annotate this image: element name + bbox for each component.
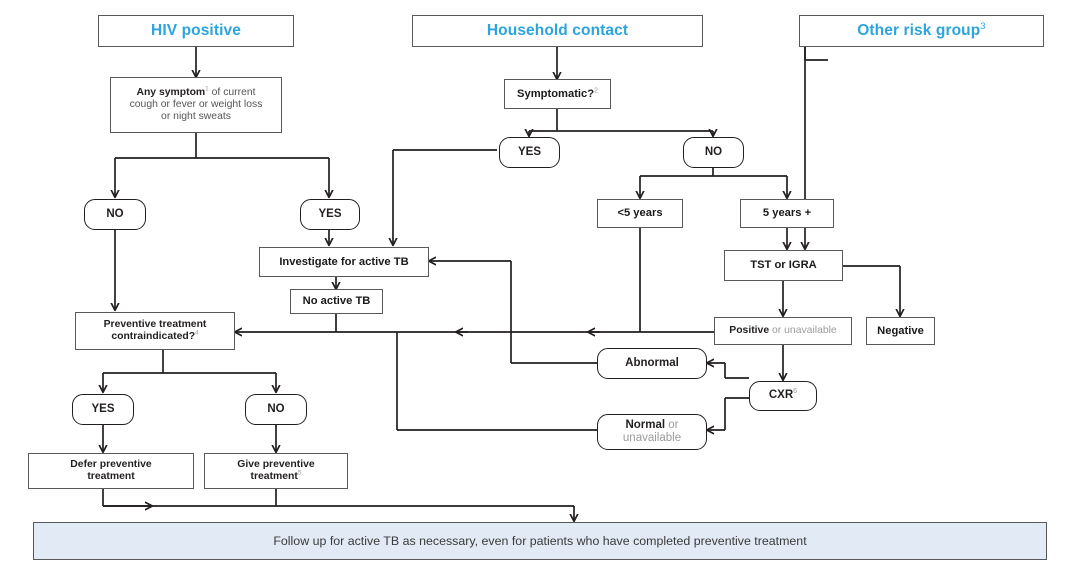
node-hiv-symptom-yes-label: YES bbox=[318, 207, 342, 220]
node-cxr-label: CXR6 bbox=[768, 387, 798, 402]
header-hiv-positive: HIV positive bbox=[98, 15, 294, 47]
node-abnormal-label: Abnormal bbox=[625, 356, 679, 369]
node-no-active-tb-label: No active TB bbox=[302, 295, 371, 307]
node-contraindicated-no: NO bbox=[245, 394, 307, 425]
node-contraindicated-yes-label: YES bbox=[91, 402, 115, 415]
node-5-years-plus: 5 years + bbox=[740, 199, 834, 228]
node-symptomatic: Symptomatic?2 bbox=[504, 79, 611, 109]
header-household-contact-label: Household contact bbox=[486, 22, 629, 40]
node-symptomatic-label: Symptomatic?2 bbox=[517, 86, 598, 100]
node-investigate-active-tb: Investigate for active TB bbox=[259, 247, 429, 277]
node-hiv-symptom-no: NO bbox=[84, 199, 146, 230]
node-defer-preventive-treatment-label: Defer preventive treatment bbox=[70, 458, 152, 482]
node-negative: Negative bbox=[866, 317, 935, 345]
node-any-symptom-label: Any symptom1 of current cough or fever o… bbox=[129, 85, 263, 123]
node-preventive-contraindicated: Preventive treatment contraindicated?4 bbox=[75, 312, 235, 350]
node-household-yes-label: YES bbox=[517, 145, 541, 158]
node-give-preventive-treatment-label: Give preventive treatment5 bbox=[237, 458, 315, 482]
node-under-5-years-label: <5 years bbox=[617, 207, 663, 219]
node-tst-or-igra-label: TST or IGRA bbox=[750, 259, 817, 271]
node-contraindicated-no-label: NO bbox=[267, 402, 285, 415]
node-defer-preventive-treatment: Defer preventive treatment bbox=[28, 453, 194, 489]
node-positive-or-unavailable-label: Positive or unavailable bbox=[729, 324, 837, 336]
node-household-yes: YES bbox=[499, 137, 560, 168]
node-household-no-label: NO bbox=[704, 145, 723, 158]
node-any-symptom: Any symptom1 of current cough or fever o… bbox=[110, 77, 282, 133]
node-abnormal: Abnormal bbox=[597, 348, 707, 379]
header-other-risk-group-label: Other risk group3 bbox=[857, 20, 986, 40]
header-hiv-positive-label: HIV positive bbox=[151, 22, 241, 40]
banner-follow-up-label: Follow up for active TB as necessary, ev… bbox=[273, 534, 807, 548]
node-5-years-plus-label: 5 years + bbox=[762, 207, 812, 219]
node-hiv-symptom-yes: YES bbox=[300, 199, 360, 230]
banner-follow-up: Follow up for active TB as necessary, ev… bbox=[33, 522, 1047, 560]
node-give-preventive-treatment: Give preventive treatment5 bbox=[204, 453, 348, 489]
node-tst-or-igra: TST or IGRA bbox=[724, 250, 843, 281]
node-contraindicated-yes: YES bbox=[72, 394, 134, 425]
node-positive-or-unavailable: Positive or unavailable bbox=[714, 317, 852, 345]
node-preventive-contraindicated-label: Preventive treatment contraindicated?4 bbox=[103, 318, 207, 342]
header-household-contact: Household contact bbox=[412, 15, 703, 47]
node-household-no: NO bbox=[683, 137, 744, 168]
node-hiv-symptom-no-label: NO bbox=[106, 207, 124, 220]
node-negative-label: Negative bbox=[877, 324, 924, 337]
node-under-5-years: <5 years bbox=[597, 199, 683, 228]
node-cxr: CXR6 bbox=[749, 381, 817, 411]
node-no-active-tb: No active TB bbox=[290, 289, 383, 314]
node-investigate-active-tb-label: Investigate for active TB bbox=[279, 255, 409, 268]
header-other-risk-group: Other risk group3 bbox=[799, 15, 1044, 47]
